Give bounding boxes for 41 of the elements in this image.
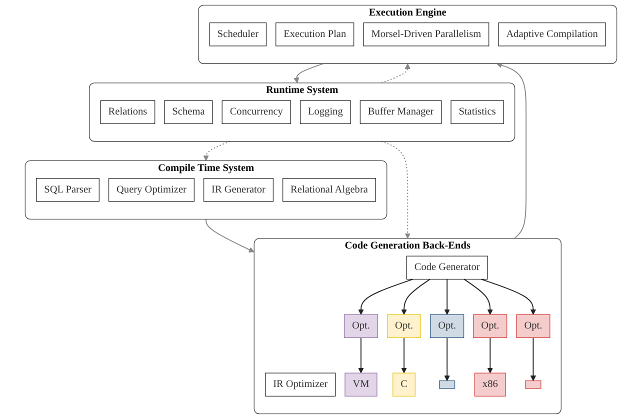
arrow	[530, 337, 536, 382]
node-box: Opt.	[516, 314, 550, 338]
node-box: SQL Parser	[36, 178, 100, 202]
arrow	[294, 63, 324, 84]
arrow	[480, 278, 536, 315]
node-box: x86	[474, 372, 506, 396]
node-box: Opt.	[344, 314, 378, 338]
arrow	[444, 337, 450, 382]
node-box: Relational Algebra	[282, 178, 376, 202]
arrow	[464, 278, 493, 315]
node-box: Query Optimizer	[108, 178, 194, 202]
node-box: Execution Plan	[276, 22, 354, 46]
node-box: Opt.	[387, 314, 422, 338]
arrow	[401, 278, 431, 315]
node-box: Statistics	[450, 100, 504, 124]
arrow	[496, 62, 527, 239]
node-box: IR Generator	[204, 178, 274, 202]
node-box	[439, 380, 456, 389]
node-box: Morsel-Driven Parallelism	[363, 22, 490, 46]
node-box: Logging	[300, 100, 351, 124]
node-box: Opt.	[430, 314, 464, 338]
arrow	[203, 140, 230, 161]
node-box: Schema	[164, 100, 213, 124]
node-box: Opt.	[473, 314, 508, 338]
arrow	[487, 337, 493, 374]
arrow	[206, 218, 254, 252]
node-box: Adaptive Compilation	[498, 22, 606, 46]
node-box: C	[392, 372, 416, 396]
arrow	[358, 337, 364, 374]
node-box: Relations	[100, 100, 156, 124]
node-box: Concurrency	[222, 100, 291, 124]
node-box: Code Generator	[406, 256, 488, 280]
arrow	[358, 278, 414, 315]
node-box: Scheduler	[209, 22, 267, 46]
arrow	[444, 278, 450, 315]
arrow	[380, 140, 410, 239]
node-box: VM	[344, 372, 378, 396]
arrow	[401, 337, 407, 374]
node-box: IR Optimizer	[265, 372, 336, 396]
node-box: Buffer Manager	[360, 100, 442, 124]
node-box	[525, 380, 542, 389]
